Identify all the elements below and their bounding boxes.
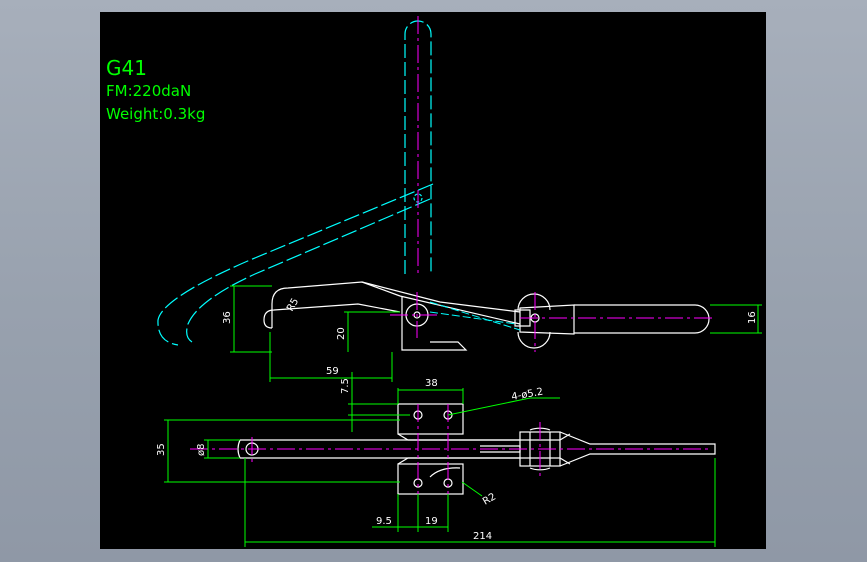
dim-16: 16: [747, 311, 758, 324]
dimension-lines: [164, 285, 762, 547]
hook-lever-body: [263, 281, 710, 351]
cad-viewport[interactable]: G41 FM:220daN Weight:0.3kg: [100, 12, 766, 549]
dim-r5: R5: [285, 296, 301, 313]
dim-r2: R2: [481, 491, 498, 507]
dimension-texts: 36 R5 20 59 7.5 38 4-ø5.2 16 35 ø8 R2 9.…: [156, 296, 758, 542]
dim-59: 59: [326, 366, 339, 377]
dim-38: 38: [425, 378, 438, 389]
weight-rating: Weight:0.3kg: [106, 105, 205, 123]
latch-arm-hidden: [157, 183, 434, 346]
dim-35: 35: [156, 443, 167, 456]
hook-lever-hidden: [429, 301, 521, 331]
dim-7-5: 7.5: [340, 378, 351, 394]
dim-20: 20: [336, 327, 347, 340]
dim-36: 36: [222, 311, 233, 324]
dim-214: 214: [473, 531, 492, 542]
force-rating: FM:220daN: [106, 82, 191, 100]
dim-holes: 4-ø5.2: [511, 387, 544, 403]
dim-9-5: 9.5: [376, 516, 392, 527]
center-lines: [190, 16, 715, 502]
drawing-title: G41: [106, 56, 147, 80]
technical-drawing: G41 FM:220daN Weight:0.3kg: [106, 16, 762, 547]
dim-d8: ø8: [196, 444, 207, 456]
dim-19: 19: [425, 516, 438, 527]
